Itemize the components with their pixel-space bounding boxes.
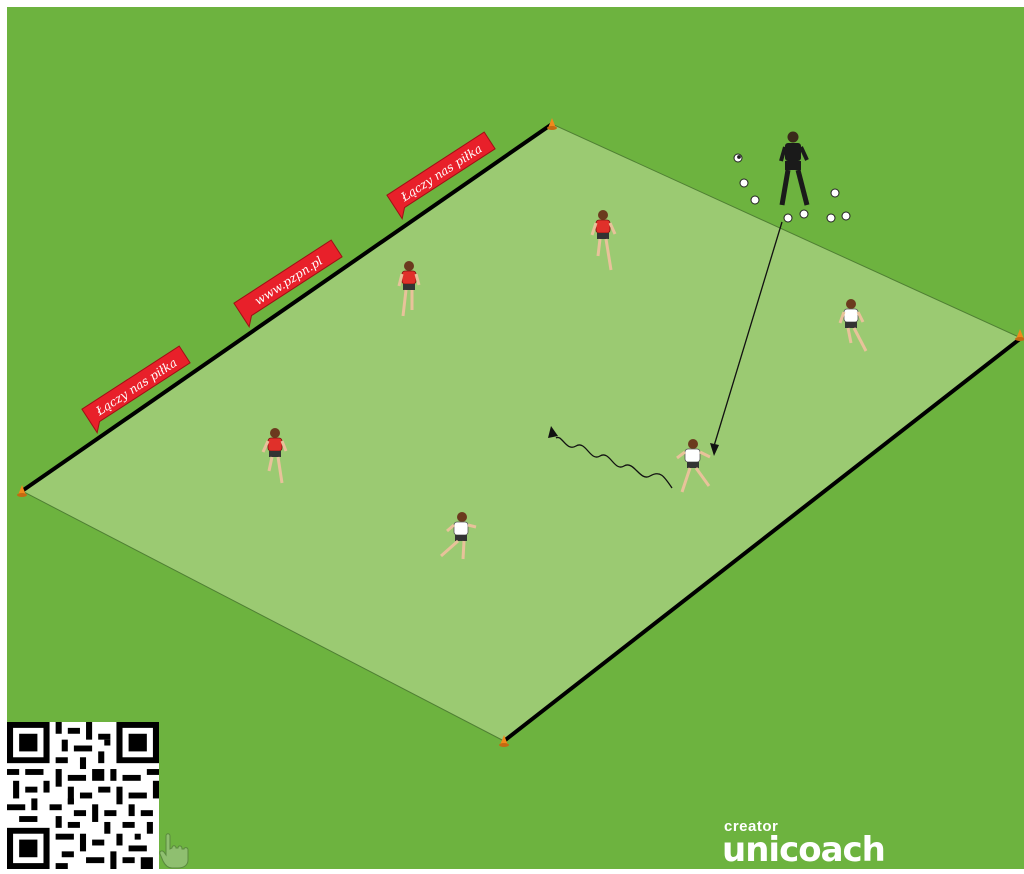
ball-icon: [800, 210, 808, 218]
ball-icon: [740, 179, 748, 187]
ball-icon: [831, 189, 839, 197]
qr-code[interactable]: [7, 722, 159, 869]
ball-icon: [738, 156, 741, 159]
creator-unicoach-logo: creator unicoach: [722, 818, 882, 866]
logo-big-text: unicoach: [722, 830, 885, 870]
ball-icon: [784, 214, 792, 222]
ball-icon: [827, 214, 835, 222]
hand-pointer-icon: [158, 832, 192, 869]
ball-icon: [751, 196, 759, 204]
ball-icon: [842, 212, 850, 220]
